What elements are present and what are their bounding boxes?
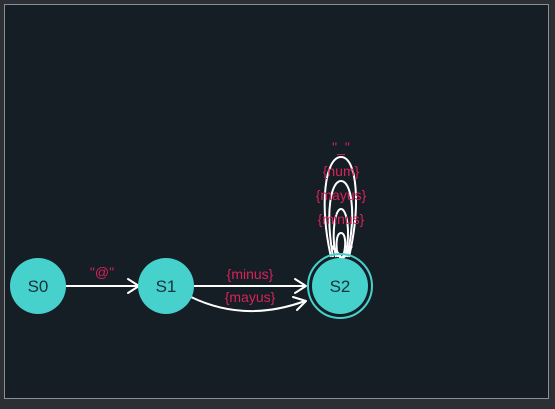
transition-s0-s1: "@" [66, 264, 140, 294]
state-s0[interactable]: S0 [10, 258, 66, 314]
state-node[interactable] [312, 258, 368, 314]
self-loop-minus [332, 207, 349, 258]
transition-label: {mayus} [316, 187, 367, 203]
transition-label: {mayus} [225, 289, 276, 305]
self-loop-mayus [328, 179, 354, 258]
transition-s1-s2-minus: {minus} [194, 266, 307, 294]
state-node[interactable] [10, 258, 66, 314]
state-s1[interactable]: S1 [138, 258, 194, 314]
transition-label: {num} [323, 163, 360, 179]
arrowhead-icon [294, 278, 307, 294]
transition-s1-s2-mayus: {mayus} [190, 289, 307, 313]
arrowhead-icon [331, 245, 353, 261]
transition-label: {minus} [318, 211, 365, 227]
state-machine-diagram: "@" {minus} {mayus} "_" {num} {mayus} {m… [10, 139, 373, 319]
transition-label: "@" [90, 264, 114, 280]
state-s2[interactable]: S2 [307, 253, 373, 319]
self-loop-num [323, 155, 357, 258]
state-node[interactable] [138, 258, 194, 314]
transition-label: {minus} [227, 266, 274, 282]
accepting-ring [307, 253, 373, 319]
state-label: S1 [156, 277, 177, 296]
self-loop-underscore [335, 231, 347, 258]
self-loops-s2: "_" {num} {mayus} {minus} [316, 139, 367, 261]
transition-label: "_" [332, 139, 350, 155]
arrowhead-icon [292, 296, 307, 311]
diagram-canvas: "@" {minus} {mayus} "_" {num} {mayus} {m… [4, 4, 549, 399]
state-label: S2 [330, 277, 351, 296]
state-label: S0 [28, 277, 49, 296]
edge-line [190, 296, 306, 313]
